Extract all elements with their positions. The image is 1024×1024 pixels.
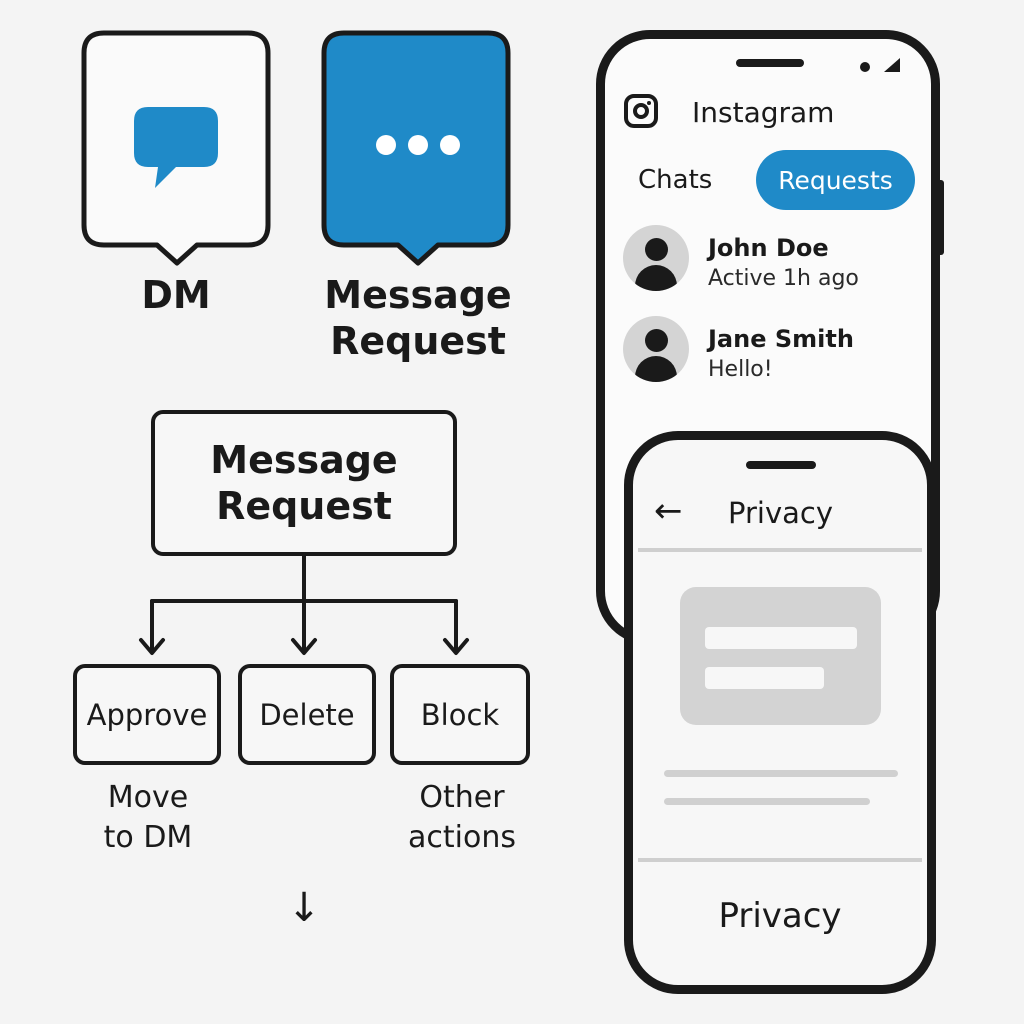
message-request-label: Message Request (300, 272, 536, 364)
approve-result-label: Move to DM (63, 778, 233, 858)
contact-name-john[interactable]: John Doe (708, 234, 829, 262)
flow-connectors (139, 554, 469, 655)
phone-speaker (746, 461, 816, 469)
approve-result-line2: to DM (103, 820, 193, 855)
message-request-label-line2: Request (330, 319, 506, 363)
header-divider (638, 548, 922, 552)
contact-preview-jane: Hello! (708, 357, 773, 382)
avatar-icon (623, 316, 689, 382)
message-request-label-line1: Message (324, 273, 512, 317)
block-box[interactable]: Block (390, 664, 530, 765)
ellipsis-icon (376, 135, 460, 155)
block-result-line1: Other (419, 780, 505, 815)
privacy-footer[interactable]: Privacy (718, 896, 842, 936)
contact-status-john: Active 1h ago (708, 266, 859, 291)
signal-icon (884, 58, 900, 72)
flow-main-line2: Request (216, 484, 392, 528)
back-arrow-icon[interactable]: ← (654, 491, 683, 531)
tab-requests[interactable]: Requests (756, 150, 915, 210)
approve-box[interactable]: Approve (73, 664, 221, 765)
avatar-icon (623, 225, 689, 291)
placeholder-card (680, 587, 881, 725)
approve-result-line1: Move (107, 780, 189, 815)
phone-side-button (936, 180, 944, 255)
block-result-label: Other actions (377, 778, 547, 858)
footer-divider (638, 858, 922, 862)
dm-label: DM (141, 273, 211, 317)
instagram-icon (624, 94, 658, 128)
down-arrow-icon: ↓ (287, 885, 321, 931)
camera-dot-icon (860, 62, 870, 72)
dm-bubble (81, 30, 271, 266)
message-request-bubble (321, 30, 511, 266)
tab-chats[interactable]: Chats (638, 165, 713, 195)
contact-name-jane[interactable]: Jane Smith (708, 325, 854, 353)
placeholder-text-line (664, 770, 898, 777)
block-result-line2: actions (408, 820, 516, 855)
flow-message-request-box: Message Request (151, 410, 457, 556)
delete-box[interactable]: Delete (238, 664, 376, 765)
phone-speaker (736, 59, 804, 67)
privacy-title: Privacy (728, 496, 833, 530)
placeholder-text-line (664, 798, 870, 805)
app-title: Instagram (692, 96, 835, 129)
chat-bubble-icon (134, 107, 218, 188)
flow-main-line1: Message (210, 438, 398, 482)
